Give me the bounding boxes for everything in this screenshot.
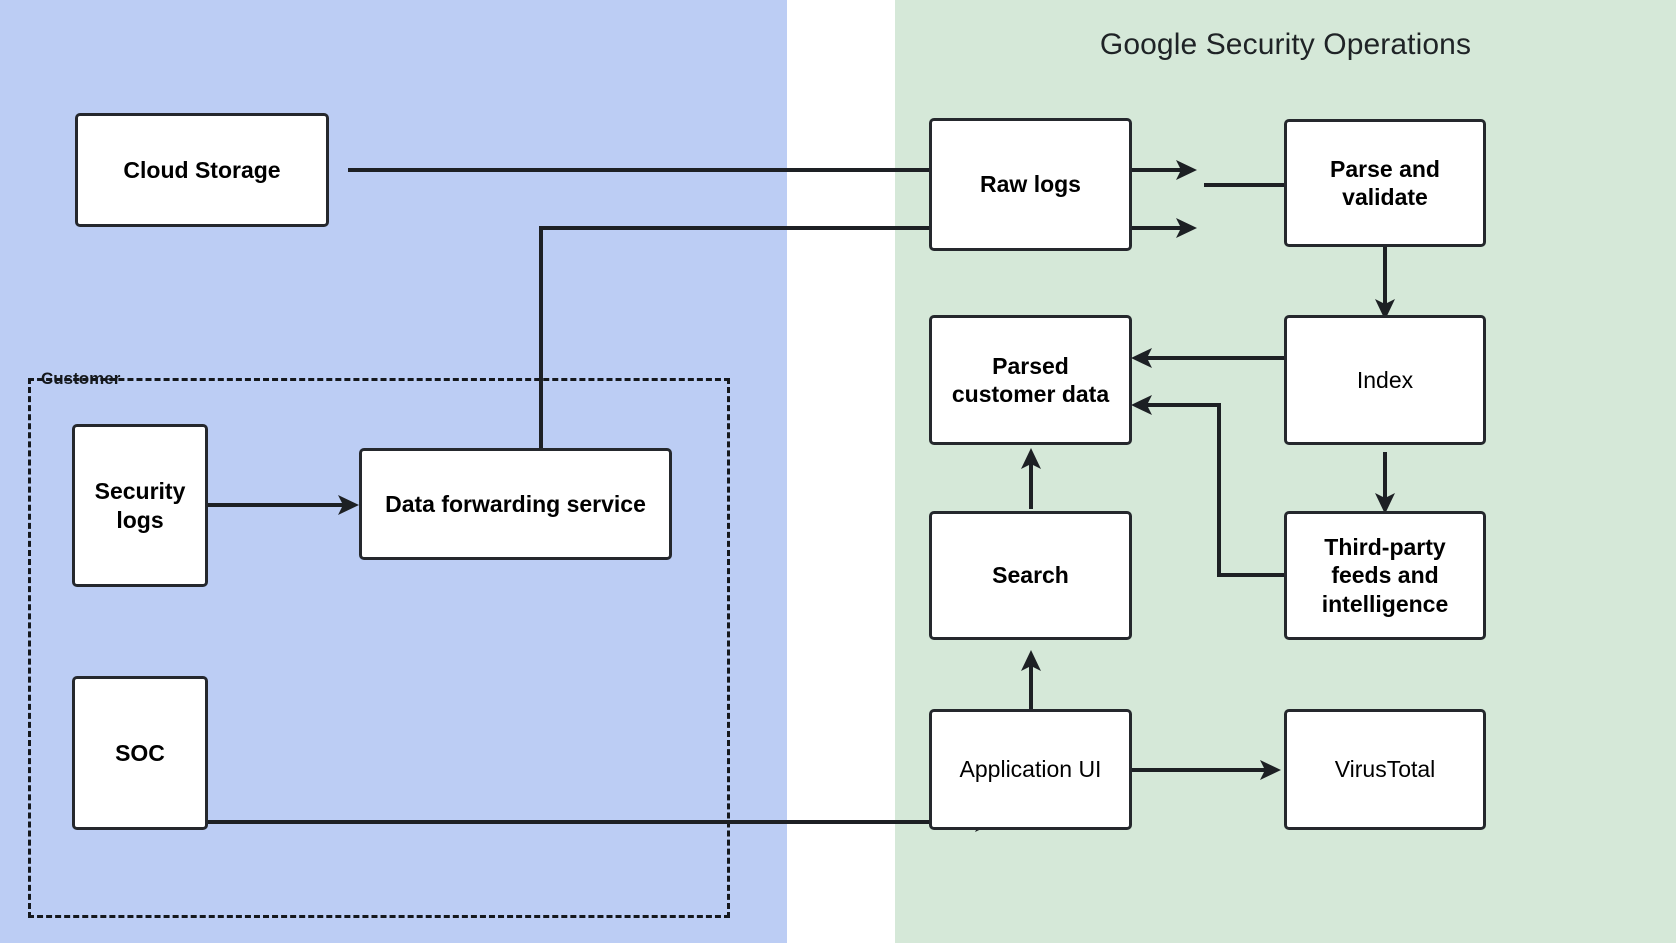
customer-group-label: Customer xyxy=(41,369,121,388)
node-search[interactable]: Search xyxy=(929,511,1132,640)
node-third-party-feeds[interactable]: Third-party feeds and intelligence xyxy=(1284,511,1486,640)
node-raw-logs[interactable]: Raw logs xyxy=(929,118,1132,251)
google-security-operations-title: Google Security Operations xyxy=(1099,28,1472,61)
node-soc[interactable]: SOC xyxy=(72,676,208,830)
node-cloud-storage[interactable]: Cloud Storage xyxy=(75,113,329,227)
customer-group-boundary xyxy=(28,378,730,918)
node-parsed-customer-data[interactable]: Parsed customer data xyxy=(929,315,1132,445)
node-security-logs[interactable]: Security logs xyxy=(72,424,208,587)
node-index[interactable]: Index xyxy=(1284,315,1486,445)
node-data-forwarding-service[interactable]: Data forwarding service xyxy=(359,448,672,560)
node-virustotal[interactable]: VirusTotal xyxy=(1284,709,1486,830)
node-parse-and-validate[interactable]: Parse and validate xyxy=(1284,119,1486,247)
node-application-ui[interactable]: Application UI xyxy=(929,709,1132,830)
